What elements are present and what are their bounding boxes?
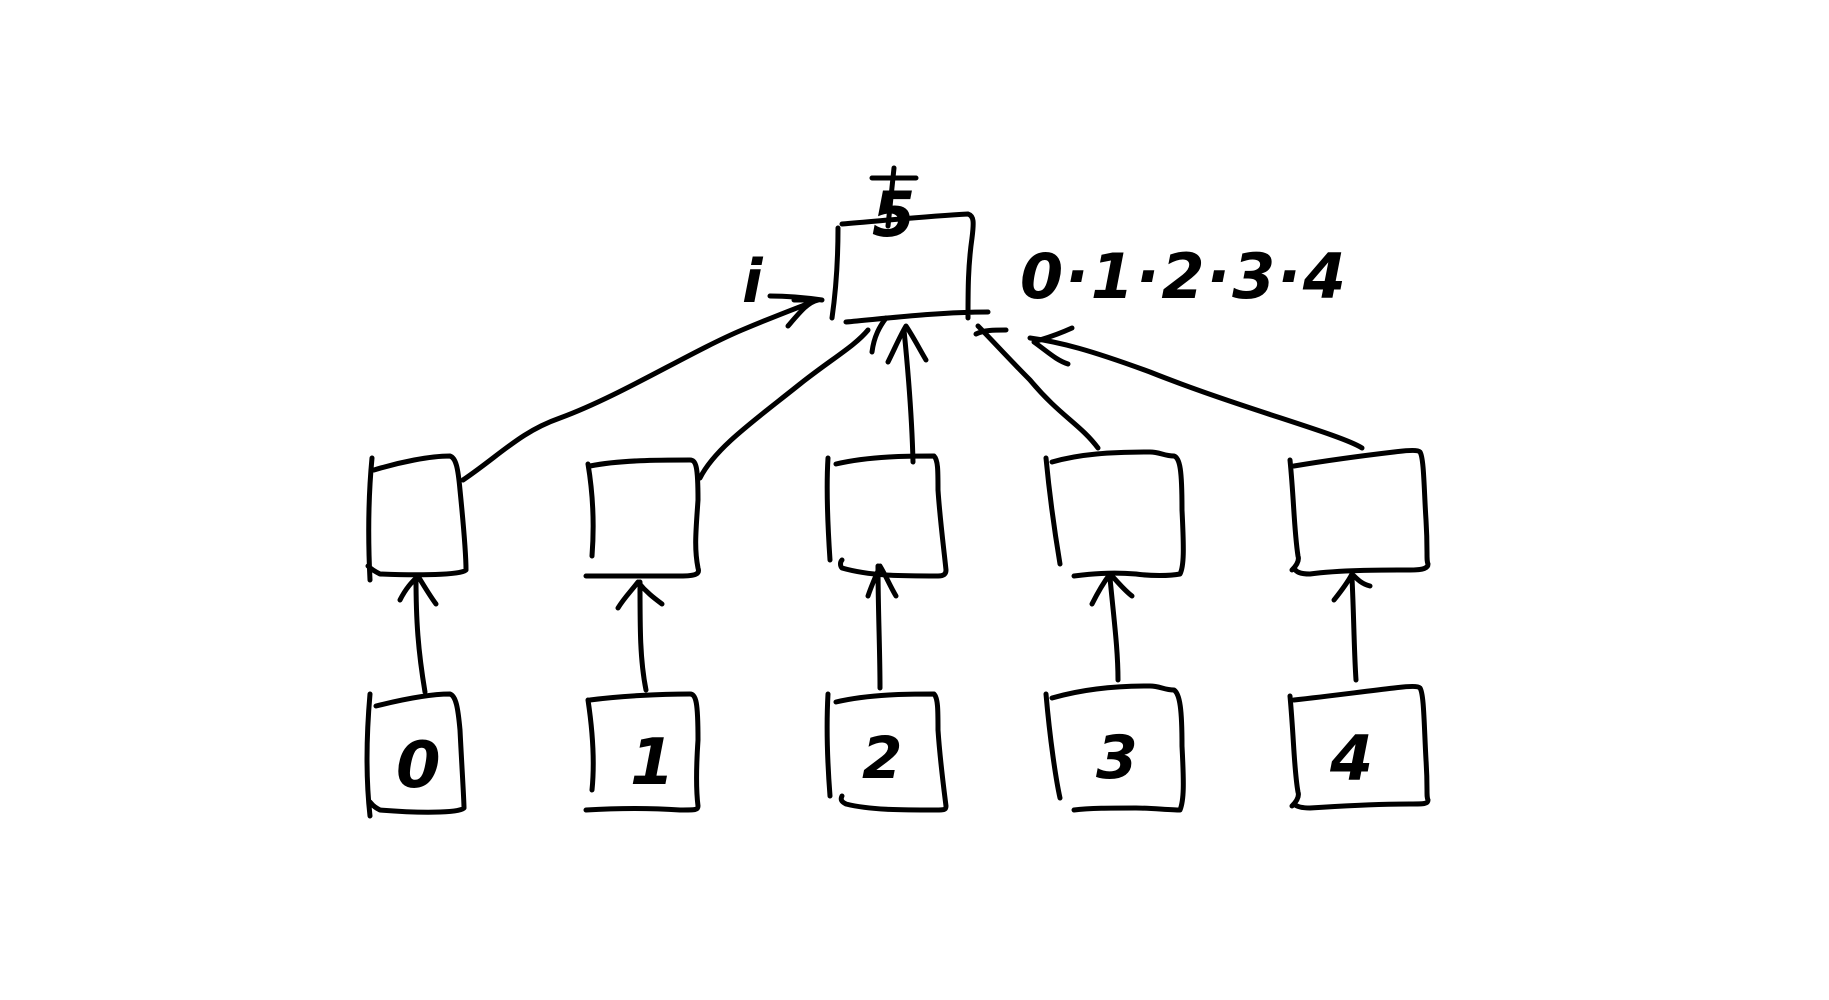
bottom-node-2: 2 xyxy=(824,691,949,813)
edge-bottom-3-to-middle-3 xyxy=(1089,571,1135,683)
edge-bottom-1-to-middle-1 xyxy=(615,579,665,693)
bottom-node-0: 0 xyxy=(364,691,467,819)
middle-node-1 xyxy=(583,457,701,579)
bottom-node-3: 3 xyxy=(1043,683,1186,813)
middle-node-3 xyxy=(1043,449,1186,579)
arrowhead-edge-1 xyxy=(869,315,889,355)
bottom-node-1: 1 xyxy=(583,691,701,813)
arrowhead-edge-4 xyxy=(1031,325,1075,367)
middle-node-0 xyxy=(365,453,469,583)
bottom-node-2-label: 2 xyxy=(862,724,902,792)
middle-node-2 xyxy=(824,453,949,579)
edge-bottom-2-to-middle-2 xyxy=(865,563,899,691)
side-labels: i 0·1·2·3·4 xyxy=(742,240,1348,317)
side-label-right: 0·1·2·3·4 xyxy=(1020,240,1348,313)
edge-middle-3-to-top xyxy=(975,323,1101,451)
arrowhead-edge-2 xyxy=(885,323,929,365)
edge-bottom-4-to-middle-4 xyxy=(1331,571,1373,683)
top-node: 5 xyxy=(829,165,991,325)
bottom-node-0-label: 0 xyxy=(396,729,441,803)
edge-bottom-0-to-middle-0 xyxy=(397,573,439,695)
edge-middle-2-to-top xyxy=(901,327,916,465)
edge-middle-1-to-top xyxy=(697,327,871,481)
arrowhead-edge-3 xyxy=(973,327,1009,337)
side-label-left: i xyxy=(742,247,764,317)
bottom-node-4: 4 xyxy=(1287,684,1431,811)
middle-nodes xyxy=(365,448,1431,583)
bottom-node-1-label: 1 xyxy=(630,726,675,800)
edge-middle-0-to-top xyxy=(460,299,815,483)
bottom-node-3-label: 3 xyxy=(1096,723,1138,793)
top-node-box xyxy=(829,211,991,325)
top-node-label: 5 xyxy=(872,178,915,251)
bottom-node-4-label: 4 xyxy=(1329,722,1373,795)
middle-node-4 xyxy=(1287,448,1431,577)
side-label-left-arrow xyxy=(767,293,825,303)
bottom-nodes: 0 1 2 3 4 xyxy=(364,683,1431,819)
edges-to-middle xyxy=(397,563,1373,695)
edge-middle-4-to-top xyxy=(1027,335,1365,451)
top-node-cross-mark xyxy=(869,165,919,229)
edges-to-top xyxy=(460,297,1365,483)
